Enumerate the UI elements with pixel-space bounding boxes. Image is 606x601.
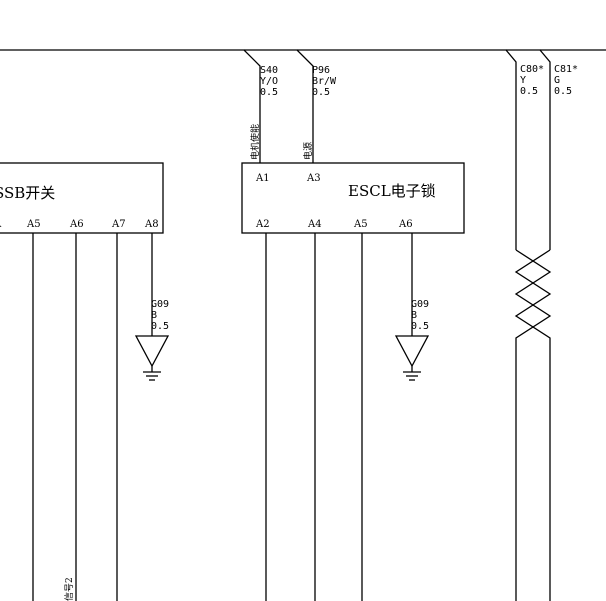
escl-wires — [265, 233, 413, 601]
escl-ground: G09 B 0.5 — [394, 299, 430, 381]
ssb-switch-module: SSB开关 A A5 A6 A7 A8 — [0, 162, 164, 234]
ssb-ground-code: G09 — [151, 299, 169, 310]
ssb-pin-a: A — [0, 219, 2, 230]
wire-s40-size: 0.5 — [260, 87, 278, 98]
wire-label-p96: P96 Br/W 0.5 电源 — [302, 65, 337, 160]
wire-c81-color: G — [554, 75, 560, 86]
escl-pin-a5: A5 — [353, 219, 368, 230]
ssb-pin-a5: A5 — [26, 219, 41, 230]
wire-label-c80: C80* Y 0.5 — [520, 64, 544, 97]
wire-c80-color: Y — [520, 75, 526, 86]
wire-c80-code: C80* — [520, 64, 544, 75]
ssb-ground: G09 B 0.5 — [134, 299, 170, 381]
top-harness-line — [0, 49, 606, 250]
escl-ground-size: 0.5 — [411, 321, 429, 332]
ssb-ground-icon — [134, 335, 170, 368]
wire-label-s40: S40 Y/O 0.5 电机使能 — [249, 65, 278, 160]
wire-p96-size: 0.5 — [312, 87, 330, 98]
ssb-ground-color: B — [151, 310, 157, 321]
wire-s40-color: Y/O — [260, 76, 278, 87]
escl-pin-a2: A2 — [255, 219, 270, 230]
escl-pin-a6: A6 — [398, 219, 413, 230]
wire-c81-code: C81* — [554, 64, 578, 75]
escl-box — [241, 162, 465, 234]
ssb-wires: 信号2 — [32, 233, 153, 601]
ssb-a6-signal-label: 信号2 — [63, 577, 75, 601]
wire-c80-size: 0.5 — [520, 86, 538, 97]
wire-p96-function: 电源 — [302, 142, 314, 160]
wire-s40-function: 电机使能 — [249, 124, 261, 160]
ssb-pin-a8: A8 — [144, 219, 159, 230]
escl-ground-color: B — [411, 310, 417, 321]
escl-ground-icon — [394, 335, 430, 368]
escl-pin-a1: A1 — [255, 173, 270, 184]
ssb-switch-box — [0, 162, 164, 234]
wire-p96-color: Br/W — [312, 76, 337, 87]
twisted-pair — [514, 249, 552, 601]
escl-ground-code: G09 — [411, 299, 429, 310]
wire-p96-code: P96 — [312, 65, 330, 76]
ssb-pin-a6: A6 — [69, 219, 84, 230]
escl-pin-a4: A4 — [307, 219, 322, 230]
ssb-pin-a7: A7 — [111, 219, 126, 230]
escl-pin-a3: A3 — [306, 173, 321, 184]
wire-c81-size: 0.5 — [554, 86, 572, 97]
escl-module: A1 A3 ESCL电子锁 A2 A4 A5 A6 — [241, 162, 465, 234]
wire-s40-code: S40 — [260, 65, 278, 76]
ssb-switch-title: SSB开关 — [0, 184, 55, 202]
escl-title: ESCL电子锁 — [348, 182, 436, 200]
wire-label-c81: C81* G 0.5 — [554, 64, 578, 97]
ssb-ground-size: 0.5 — [151, 321, 169, 332]
